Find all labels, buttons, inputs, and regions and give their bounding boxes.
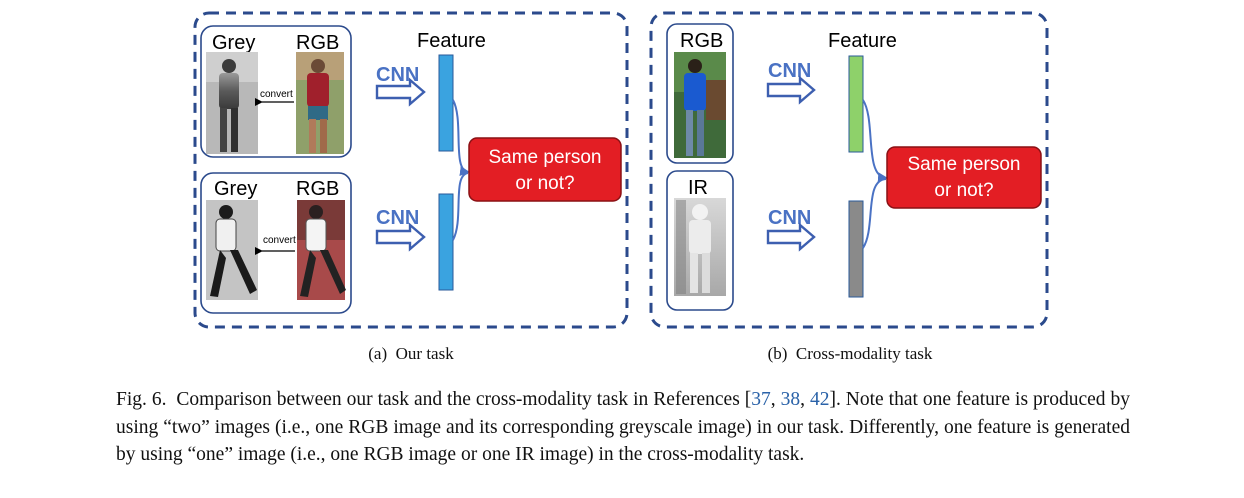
- panel-a: Grey RGB convert: [193, 11, 629, 363]
- cnn-label: CNN: [376, 64, 419, 86]
- feature-vector-top: [438, 54, 454, 152]
- decision-line-2: or not?: [934, 180, 993, 201]
- image-pair-row-1: Grey RGB convert: [200, 25, 352, 158]
- rgb-image-box: RGB: [666, 23, 734, 164]
- decision-line-1: Same person: [907, 154, 1020, 175]
- reference-link-38[interactable]: 38: [780, 389, 801, 410]
- cnn-arrow-icon: [766, 75, 816, 105]
- caption-text-2: ]. Note that one feature is produced by …: [116, 389, 1131, 465]
- grey-person-image: [206, 52, 258, 154]
- panel-a-border: [193, 11, 629, 329]
- connector-arrow: [862, 178, 887, 249]
- rgb-person-image: [674, 52, 726, 158]
- rgb-label: RGB: [680, 30, 723, 52]
- feature-vector-rgb: [848, 55, 864, 153]
- caption-text-1: Comparison between our task and the cros…: [176, 389, 752, 410]
- cnn-arrow-icon: [375, 222, 426, 252]
- figure-number: Fig. 6.: [116, 389, 167, 410]
- image-pair-row-2: Grey RGB convert: [200, 172, 352, 314]
- decision-line-1: Same person: [488, 147, 601, 168]
- connector-arrow: [452, 172, 469, 241]
- grey-person-image: [206, 200, 258, 300]
- feature-label: Feature: [828, 30, 897, 52]
- rgb-label: RGB: [296, 32, 339, 54]
- cnn-arrow-icon: [766, 222, 816, 252]
- cnn-label: CNN: [768, 60, 811, 82]
- reference-link-42[interactable]: 42: [809, 389, 830, 410]
- grey-label: Grey: [212, 32, 255, 54]
- decision-line-2: or not?: [515, 173, 574, 194]
- ir-label: IR: [688, 177, 708, 199]
- convert-label: convert: [263, 235, 296, 246]
- panel-b-caption: (b) Cross-modality task: [768, 344, 933, 363]
- decision-box: Same person or not?: [886, 146, 1042, 209]
- panel-a-caption: (a) Our task: [368, 344, 454, 363]
- feature-vector-ir: [848, 200, 864, 298]
- decision-box: Same person or not?: [468, 137, 622, 202]
- connector-arrow: [452, 99, 470, 176]
- ir-image-box: IR: [666, 170, 734, 311]
- reference-link-37[interactable]: 37: [751, 389, 771, 410]
- panel-b-border: [649, 11, 1049, 329]
- figure-caption: Fig. 6. Comparison between our task and …: [116, 389, 1131, 465]
- grey-label: Grey: [214, 178, 257, 200]
- ir-person-image: [674, 198, 726, 296]
- rgb-person-image: [297, 200, 346, 300]
- rgb-label: RGB: [296, 178, 339, 200]
- feature-label: Feature: [417, 30, 486, 52]
- cnn-label: CNN: [768, 207, 811, 229]
- cnn-label: CNN: [376, 207, 419, 229]
- figure-6: Grey RGB convert: [193, 11, 1049, 363]
- rgb-person-image: [296, 52, 344, 154]
- convert-label: convert: [260, 89, 293, 100]
- panel-b: RGB IR CNN: [649, 11, 1049, 363]
- cnn-arrow-icon: [375, 77, 426, 107]
- connector-arrow: [862, 99, 888, 183]
- feature-vector-bottom: [438, 193, 454, 291]
